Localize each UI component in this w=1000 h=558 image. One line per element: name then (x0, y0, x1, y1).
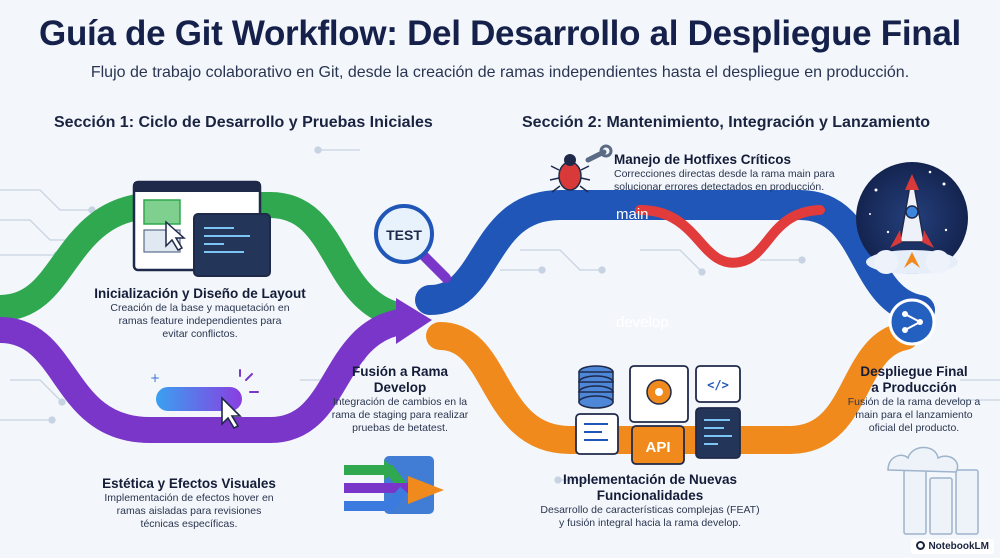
step-deploy-title-2: a Producción (871, 380, 957, 395)
notebooklm-badge: NotebookLM (911, 539, 994, 554)
cloud-server-icon (887, 446, 979, 535)
step-features-title-1: Implementación de Nuevas (562, 472, 738, 487)
step-deploy-desc-3: oficial del producto. (868, 422, 960, 434)
section-2-heading: Sección 2: Mantenimiento, Integración y … (522, 114, 931, 131)
step-merge-desc-3: pruebas de betatest. (352, 422, 448, 434)
test-magnifier-icon: TEST (374, 204, 451, 283)
step-deploy: Despliegue Final a Producción Fusión de … (834, 364, 994, 435)
hover-button-icon: + (150, 369, 259, 430)
step-visual-title: Estética y Efectos Visuales (102, 476, 276, 491)
svg-text:+: + (150, 371, 160, 385)
step-features: Implementación de Nuevas Funcionalidades… (520, 472, 780, 530)
step-merge-title-1: Fusión a Rama (351, 364, 449, 379)
main-branch-line (415, 190, 935, 325)
step-merge-desc-1: Integración de cambios en la (332, 396, 468, 408)
section-1-heading: Sección 1: Ciclo de Desarrollo y Pruebas… (54, 114, 433, 131)
step-hotfix: Manejo de Hotfixes Críticos Correcciones… (614, 152, 874, 194)
merge-node-icon (888, 298, 936, 346)
hotfix-branch (635, 205, 825, 268)
step-deploy-desc-1: Fusión de la rama develop a (847, 396, 981, 408)
step-visual-desc-3: técnicas específicas. (140, 518, 238, 530)
develop-branch-label: develop (616, 314, 669, 331)
step-features-desc-1: Desarrollo de características complejas … (540, 504, 760, 516)
step-layout: Inicialización y Diseño de Layout Creaci… (70, 286, 330, 341)
step-deploy-desc-2: main para el lanzamiento (855, 409, 973, 421)
step-visual: Estética y Efectos Visuales Implementaci… (64, 476, 314, 531)
svg-text:API: API (645, 439, 670, 456)
step-visual-desc-2: ramas aisladas para revisiones (116, 505, 262, 517)
step-visual-desc-1: Implementación de efectos hover en (104, 492, 274, 504)
step-features-desc-2: y fusión integral hacia la rama develop. (558, 517, 742, 529)
step-hotfix-desc-2: solucionar errores detectados en producc… (614, 181, 825, 193)
step-merge-desc-2: rama de staging para realizar (331, 409, 469, 421)
svg-text:</>: </> (707, 378, 729, 392)
step-layout-title: Inicialización y Diseño de Layout (94, 286, 306, 301)
notebooklm-logo-icon (916, 541, 926, 550)
step-hotfix-desc-1: Correcciones directas desde la rama main… (614, 168, 835, 180)
step-layout-desc-1: Creación de la base y maquetación en (110, 302, 290, 314)
step-hotfix-title: Manejo de Hotfixes Críticos (614, 152, 792, 167)
step-deploy-title-1: Despliegue Final (860, 364, 968, 379)
step-features-title-2: Funcionalidades (596, 488, 704, 503)
orange-feature-branch (426, 322, 919, 454)
step-merge-title-2: Develop (373, 380, 427, 395)
svg-text:TEST: TEST (386, 227, 422, 243)
purple-feature-branch (0, 309, 413, 443)
bug-wrench-icon (549, 144, 613, 193)
step-layout-desc-2: ramas feature independientes para (118, 315, 282, 327)
page-subtitle: Flujo de trabajo colaborativo en Git, de… (90, 64, 910, 81)
step-merge: Fusión a Rama Develop Integración de cam… (320, 364, 480, 435)
wireframe-icon (132, 180, 271, 277)
notebooklm-label: NotebookLM (928, 541, 989, 552)
step-layout-desc-3: evitar conflictos. (162, 328, 238, 340)
main-branch-label: main (616, 206, 649, 223)
rocket-icon (856, 162, 968, 274)
merge-arrows-icon (344, 456, 444, 514)
api-dashboard-icon: </> API (575, 365, 741, 465)
page-title: Guía de Git Workflow: Del Desarrollo al … (39, 14, 961, 53)
